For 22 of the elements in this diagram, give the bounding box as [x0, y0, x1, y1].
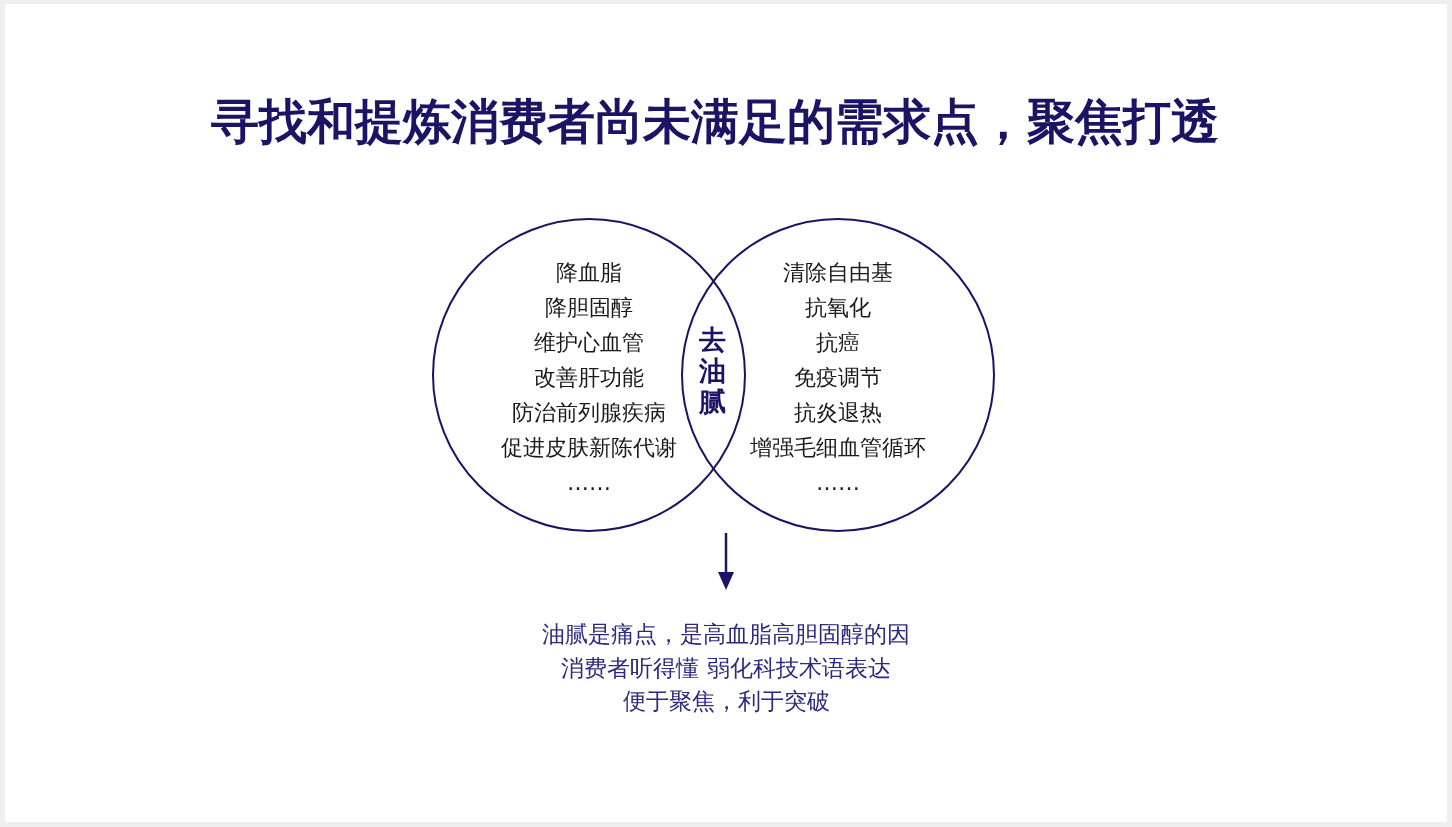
note-text: 油腻是痛点，是高血脂高胆固醇的因	[542, 621, 910, 649]
note-text: 消费者听得懂 弱化科技术语表达	[561, 654, 891, 683]
list-item: 改善肝功能	[534, 364, 644, 392]
list-item: 促进皮肤新陈代谢	[501, 434, 677, 462]
list-item: 降血脂	[556, 259, 622, 287]
list-item: 降胆固醇	[545, 294, 633, 322]
list-item: 清除自由基	[783, 259, 893, 287]
list-item: 抗癌	[816, 329, 860, 357]
overlap-label: 去油腻	[698, 324, 726, 417]
list-item: 维护心血管	[534, 329, 644, 357]
list-item: 抗炎退热	[794, 399, 882, 427]
venn-circle	[681, 218, 995, 532]
list-item: 免疫调节	[794, 364, 882, 392]
venn-circle	[432, 218, 746, 532]
list-item: 增强毛细血管循环	[750, 434, 926, 462]
title: 寻找和提炼消费者尚未满足的需求点，聚焦打透	[211, 93, 1219, 151]
list-item: 抗氧化	[805, 294, 871, 322]
note-text: 便于聚焦，利于突破	[622, 688, 830, 716]
arrow	[718, 533, 734, 590]
list-item: ……	[567, 469, 611, 497]
list-item: ……	[816, 469, 860, 497]
list-item: 防治前列腺疾病	[512, 399, 666, 427]
